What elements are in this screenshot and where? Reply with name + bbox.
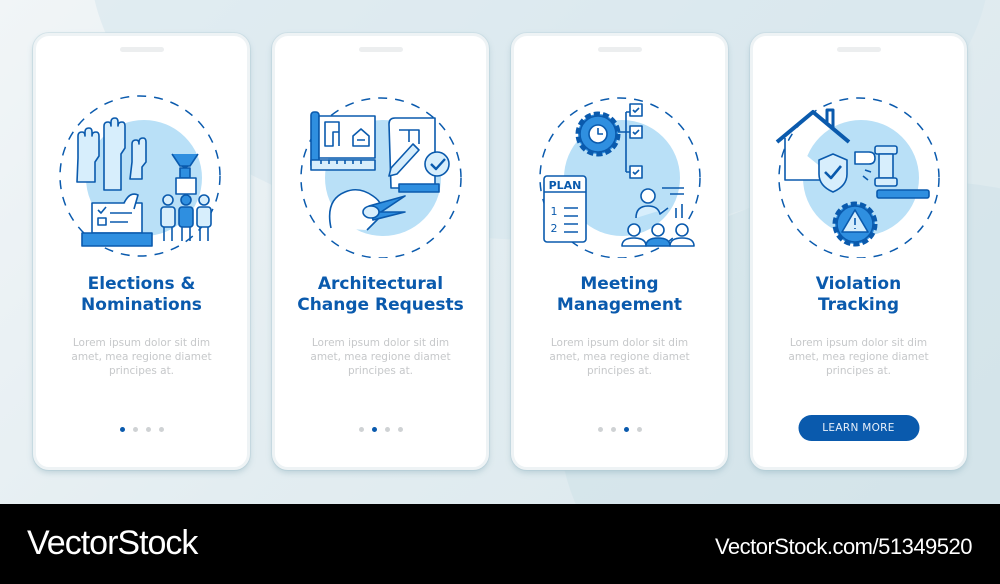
- onboarding-screens: Elections & Nominations Lorem ipsum dolo…: [33, 33, 967, 470]
- violation-gavel-icon: [775, 97, 940, 258]
- pagination-dot-3[interactable]: [145, 427, 151, 432]
- svg-text:1: 1: [550, 205, 557, 218]
- title-line: Change Requests: [297, 295, 464, 315]
- desc-line: principes at.: [108, 365, 175, 377]
- desc-line: Lorem ipsum dolor sit dim: [550, 337, 689, 349]
- card-description: Lorem ipsum dolor sit dim amet, mea regi…: [275, 336, 486, 378]
- desc-line: amet, mea regione diamet: [549, 351, 690, 363]
- onboarding-card-elections: Elections & Nominations Lorem ipsum dolo…: [33, 33, 250, 470]
- title-line: Architectural: [317, 274, 444, 294]
- elections-voting-icon: [58, 95, 221, 257]
- pagination-dot-4[interactable]: [636, 427, 642, 432]
- pagination-dot-3[interactable]: [623, 427, 629, 432]
- desc-line: Lorem ipsum dolor sit dim: [311, 337, 450, 349]
- phone-notch: [597, 47, 642, 52]
- pagination-dots: [119, 427, 164, 432]
- architecture-blueprint-icon: [299, 97, 462, 258]
- card-description: Lorem ipsum dolor sit dim amet, mea regi…: [36, 336, 247, 378]
- learn-more-button[interactable]: LEARN MORE: [798, 415, 919, 441]
- svg-text:2: 2: [550, 222, 557, 235]
- desc-line: Lorem ipsum dolor sit dim: [72, 337, 211, 349]
- onboarding-card-violation: Violation Tracking Lorem ipsum dolor sit…: [750, 33, 967, 470]
- card-title: Architectural Change Requests: [275, 274, 486, 316]
- pagination-dot-3[interactable]: [384, 427, 390, 432]
- meeting-plan-icon: PLAN 1 2: [538, 97, 701, 258]
- desc-line: Lorem ipsum dolor sit dim: [789, 337, 928, 349]
- card-description: Lorem ipsum dolor sit dim amet, mea regi…: [753, 336, 964, 378]
- pagination-dot-2[interactable]: [371, 427, 377, 432]
- pagination-dot-1[interactable]: [597, 427, 603, 432]
- card-description: Lorem ipsum dolor sit dim amet, mea regi…: [514, 336, 725, 378]
- card-title: Meeting Management: [514, 274, 725, 316]
- pagination-dot-1[interactable]: [358, 427, 364, 432]
- watermark-footer: VectorStock VectorStock.com/51349520: [0, 504, 1000, 584]
- title-line: Management: [556, 295, 683, 315]
- footer-brand: VectorStock: [27, 524, 198, 562]
- svg-text:PLAN: PLAN: [548, 179, 581, 192]
- pagination-dots: [597, 427, 642, 432]
- desc-line: principes at.: [825, 365, 892, 377]
- pagination-dots: [358, 427, 403, 432]
- onboarding-card-architectural: Architectural Change Requests Lorem ipsu…: [272, 33, 489, 470]
- phone-notch: [119, 47, 164, 52]
- footer-url: VectorStock.com/51349520: [714, 534, 973, 559]
- pagination-dot-1[interactable]: [119, 427, 125, 432]
- title-line: Elections &: [87, 274, 196, 294]
- title-line: Meeting: [580, 274, 659, 294]
- pagination-dot-4[interactable]: [397, 427, 403, 432]
- phone-notch: [836, 47, 881, 52]
- phone-notch: [358, 47, 403, 52]
- desc-line: principes at.: [347, 365, 414, 377]
- desc-line: amet, mea regione diamet: [788, 351, 929, 363]
- title-line: Violation: [815, 274, 902, 294]
- pagination-dot-4[interactable]: [158, 427, 164, 432]
- title-line: Nominations: [81, 295, 202, 315]
- desc-line: principes at.: [586, 365, 653, 377]
- desc-line: amet, mea regione diamet: [310, 351, 451, 363]
- pagination-dot-2[interactable]: [610, 427, 616, 432]
- card-title: Elections & Nominations: [36, 274, 247, 316]
- pagination-dot-2[interactable]: [132, 427, 138, 432]
- title-line: Tracking: [817, 295, 900, 315]
- onboarding-card-meeting: PLAN 1 2 Meeting Management Lorem ipsum …: [511, 33, 728, 470]
- card-title: Violation Tracking: [753, 274, 964, 316]
- desc-line: amet, mea regione diamet: [71, 351, 212, 363]
